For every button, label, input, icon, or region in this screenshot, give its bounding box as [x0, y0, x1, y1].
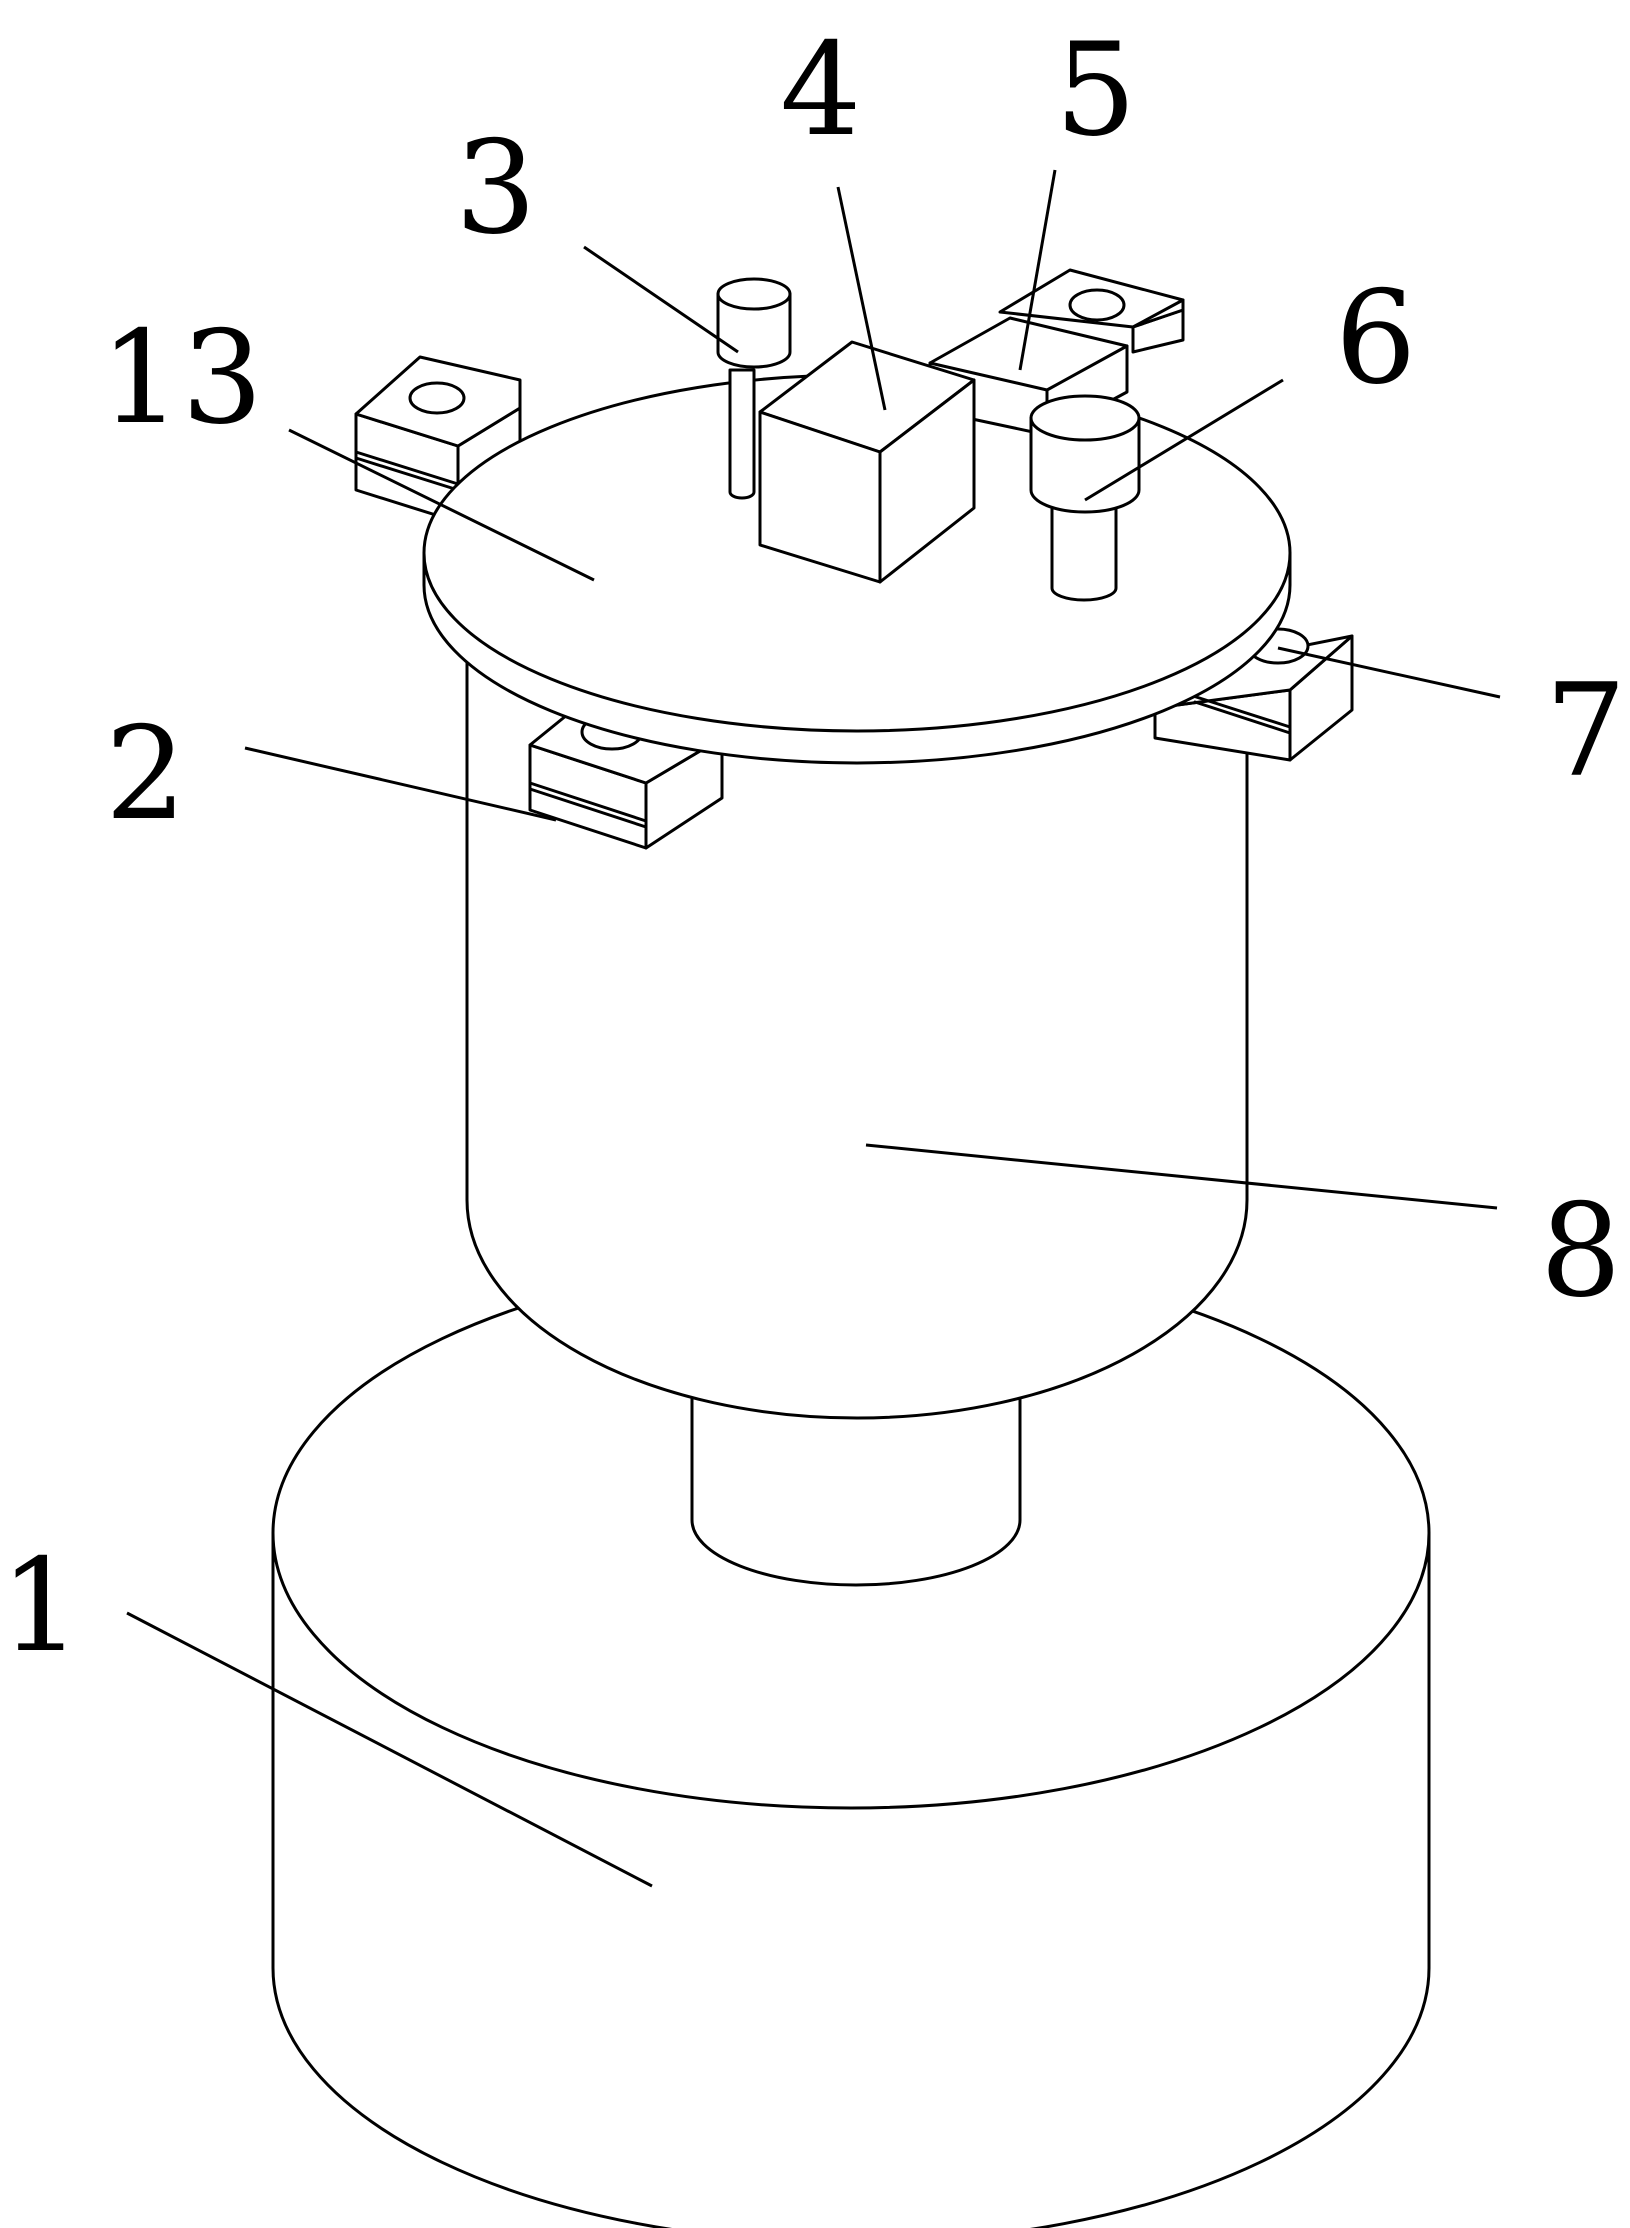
part-labels: 1 2 3 4 5 6 7 8 13 — [0, 16, 1626, 1681]
label-4: 4 — [780, 16, 861, 165]
label-6: 6 — [1335, 264, 1416, 413]
label-8: 8 — [1540, 1177, 1621, 1326]
label-5: 5 — [1055, 16, 1136, 165]
leader-8 — [865, 1143, 1498, 1210]
label-3: 3 — [455, 114, 536, 263]
label-13: 13 — [100, 304, 263, 453]
leader-2 — [244, 746, 557, 822]
leader-3 — [583, 245, 739, 354]
leader-5 — [1018, 169, 1057, 371]
cube-4 — [758, 340, 976, 584]
leader-lines — [126, 169, 1501, 1888]
label-7: 7 — [1545, 657, 1626, 806]
stud-6 — [1029, 394, 1141, 602]
leader-1 — [126, 1611, 653, 1888]
pin-3 — [716, 277, 792, 500]
label-1: 1 — [0, 1532, 81, 1681]
shaft — [690, 1388, 1022, 1587]
label-2: 2 — [105, 700, 186, 849]
leader-7 — [1277, 646, 1501, 699]
leader-4 — [836, 186, 887, 411]
leader-6 — [1084, 378, 1284, 502]
leader-13 — [288, 428, 595, 582]
